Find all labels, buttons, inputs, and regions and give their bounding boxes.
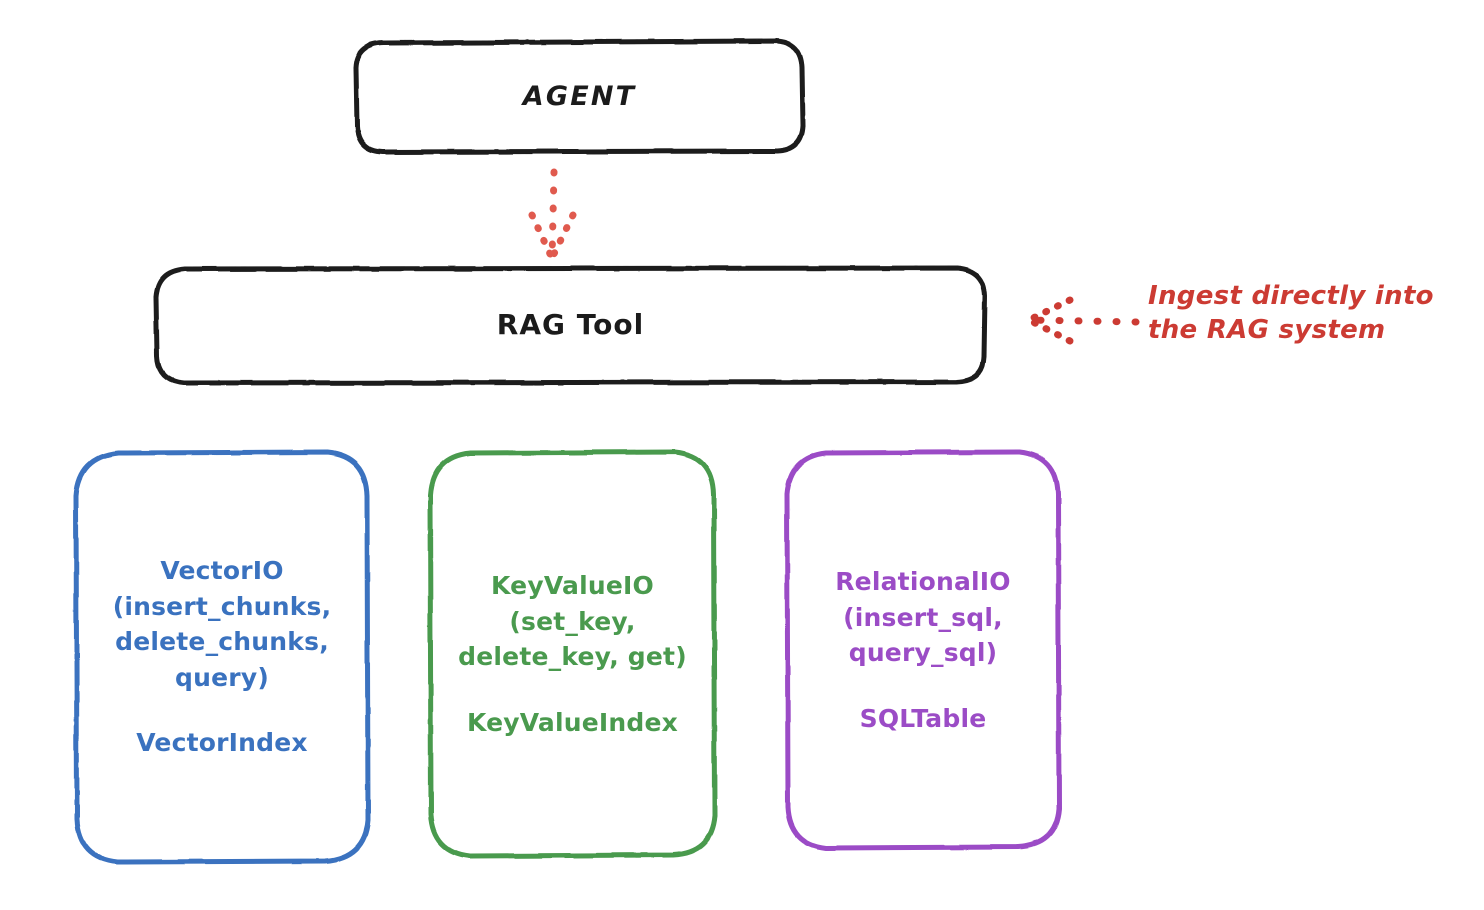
key-value-io-primary-label: KeyValueIO (set_key, delete_key, get) [458,571,687,671]
relational-io-primary-label: RelationalIO (insert_sql, query_sql) [835,567,1011,667]
vector-io-box-outline [73,449,371,865]
relational-io-box-outline [784,449,1062,851]
vector-io-secondary-label: VectorIndex [136,728,308,758]
key-value-io-box-outline [427,449,718,859]
key-value-io-box[interactable]: KeyValueIO (set_key, delete_key, get) Ke… [430,452,715,856]
relational-io-box[interactable]: RelationalIO (insert_sql, query_sql) SQL… [787,452,1059,848]
agent-label: AGENT [522,80,637,112]
agent-box-outline [353,38,806,155]
agent-box[interactable]: AGENT [356,41,803,152]
relational-io-secondary-label: SQLTable [859,703,987,733]
key-value-io-secondary-label: KeyValueIndex [466,707,679,737]
rag-tool-label: RAG Tool [496,308,645,342]
rag-tool-box-outline [153,265,988,386]
ingest-annotation-text: Ingest directly into the RAG system [1148,281,1434,346]
vector-io-box[interactable]: VectorIO (insert_chunks, delete_chunks, … [76,452,368,862]
ingest-to-rag-tool-arrow [1025,296,1140,345]
vector-io-primary-label: VectorIO (insert_chunks, delete_chunks, … [112,556,332,692]
agent-to-rag-tool-arrow [528,168,577,263]
rag-tool-box[interactable]: RAG Tool [156,268,985,383]
